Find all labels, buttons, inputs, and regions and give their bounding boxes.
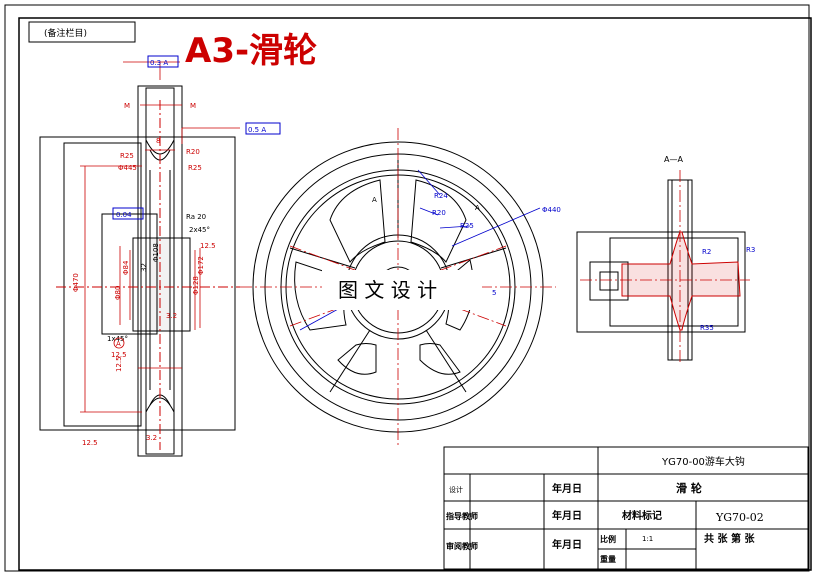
front-dim-5: 5 bbox=[492, 289, 496, 297]
section-dim-r35: R35 bbox=[700, 324, 714, 332]
row-label-reviewer: 审阅教师 bbox=[446, 541, 478, 551]
dim-chamfer-1x45: 1x45° bbox=[107, 335, 128, 343]
watermark-box bbox=[322, 270, 482, 310]
watermark-text: 图 文 设 计 bbox=[338, 278, 437, 302]
front-dim-phi440: Φ440 bbox=[542, 206, 561, 214]
row-date-design: 年月日 bbox=[552, 482, 582, 495]
side-view-dimension-lines bbox=[80, 61, 240, 413]
dim-m-left: M bbox=[124, 102, 130, 110]
scale-label: 比例 bbox=[600, 534, 616, 544]
dim-chamfer-2x45: 2x45° bbox=[189, 226, 210, 234]
remark-stamp: (备注栏目) bbox=[44, 27, 87, 39]
row-label-instructor: 指导教师 bbox=[446, 511, 478, 521]
remark-stamp-box bbox=[28, 21, 136, 43]
drawing-heading: A3-滑轮 bbox=[185, 31, 317, 71]
title-drawing-no: YG70-02 bbox=[715, 511, 764, 524]
section-label: A—A bbox=[664, 155, 683, 164]
section-dim-r3: R3 bbox=[746, 246, 755, 254]
dim-r25-a: R25 bbox=[120, 152, 134, 160]
section-hatch bbox=[621, 231, 741, 331]
dim-phi445: Φ445 bbox=[118, 164, 137, 172]
dim-roughness-1: 12.5 bbox=[200, 242, 216, 250]
front-dim-r20: R20 bbox=[432, 209, 446, 217]
dim-phi172: Φ172 bbox=[197, 256, 205, 275]
tolerance-frames bbox=[112, 55, 281, 220]
side-view bbox=[39, 85, 240, 457]
dim-3-2-a: 3.2 bbox=[166, 312, 177, 320]
dim-roughness-4: 12.5 bbox=[82, 439, 98, 447]
row-label-design: 设计 bbox=[449, 485, 463, 494]
title-block bbox=[443, 446, 809, 570]
datum-a-circle bbox=[113, 337, 125, 349]
dim-phi80: Φ80 bbox=[114, 286, 122, 300]
front-dim-r24: R24 bbox=[434, 192, 448, 200]
front-view-leaders bbox=[299, 169, 541, 331]
scale-value: 1:1 bbox=[642, 535, 653, 543]
inner-frame bbox=[18, 17, 812, 571]
section-centerlines bbox=[580, 170, 750, 365]
weight-label: 重量 bbox=[600, 554, 616, 564]
row-date-reviewer: 年月日 bbox=[552, 538, 582, 551]
dim-roughness-3: 12.5 bbox=[115, 356, 123, 372]
tolerance-label-1: 0.3 A bbox=[150, 59, 168, 67]
dim-32: 32 bbox=[140, 263, 148, 272]
row-date-instructor: 年月日 bbox=[552, 509, 582, 522]
front-label-a-2: A bbox=[475, 204, 480, 212]
dim-roughness-2: 12.5 bbox=[111, 351, 127, 359]
dim-phi128: Φ128 bbox=[192, 276, 200, 295]
dim-phi470: Φ470 bbox=[72, 273, 80, 292]
title-material-label: 材料标记 bbox=[622, 509, 662, 522]
dim-r25-b: R25 bbox=[188, 164, 202, 172]
dim-r20: R20 bbox=[186, 148, 200, 156]
outer-frame bbox=[4, 4, 810, 572]
section-dim-r2: R2 bbox=[702, 248, 711, 256]
title-project: YG70-00游车大钩 bbox=[661, 455, 745, 468]
dim-phi108: Φ108 bbox=[152, 243, 160, 262]
dim-3-2-b: 3.2 bbox=[146, 434, 157, 442]
dim-phi84: Φ84 bbox=[122, 260, 130, 275]
tolerance-label-2: 0.5 A bbox=[248, 126, 266, 134]
front-label-a-1: A bbox=[372, 196, 377, 204]
datum-a: A bbox=[116, 340, 121, 348]
dim-ra20: Ra 20 bbox=[186, 213, 206, 221]
front-dim-r25: R25 bbox=[460, 222, 474, 230]
title-part-name: 滑 轮 bbox=[676, 481, 702, 495]
tolerance-label-3: 0.04 bbox=[116, 211, 132, 219]
sheets-label: 共 张 第 张 bbox=[704, 532, 755, 545]
dim-8: 8 bbox=[156, 137, 160, 145]
dim-m-right: M bbox=[190, 102, 196, 110]
